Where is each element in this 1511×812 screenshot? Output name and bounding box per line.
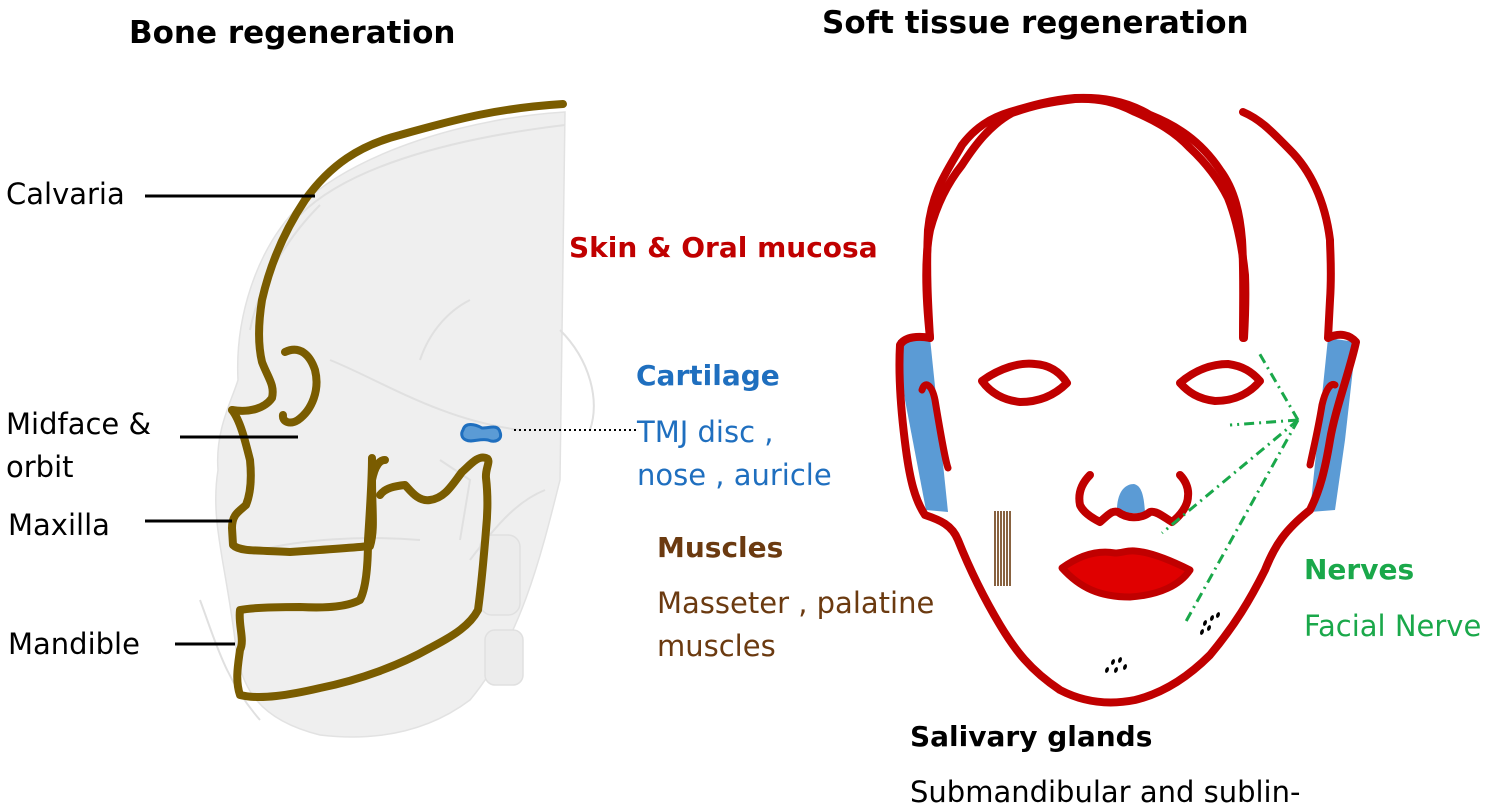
facial-nerve-lines	[1161, 350, 1300, 626]
left-eye	[978, 359, 1071, 406]
soft-tissue-regeneration-title: Soft tissue regeneration	[822, 5, 1249, 41]
maxilla-label: Maxilla	[8, 508, 110, 542]
muscles-detail-line1: Masseter , palatine	[657, 586, 935, 620]
mandible-outline	[233, 453, 493, 702]
left-ear-inner	[918, 381, 952, 472]
orbit-outline	[278, 345, 321, 427]
cartilage-detail-line1: TMJ disc ,	[637, 415, 774, 449]
salivary-glands-detail: Submandibular and sublin-	[910, 775, 1301, 809]
facial-nerve-label: Facial Nerve	[1304, 609, 1482, 643]
skin-oral-mucosa-label: Skin & Oral mucosa	[569, 231, 878, 264]
left-ear-cartilage	[898, 338, 948, 512]
cartilage-detail-line2: nose , auricle	[637, 458, 832, 492]
head-top-outline	[922, 94, 1250, 342]
nose-cartilage	[1117, 484, 1145, 514]
tmj-disc	[460, 423, 503, 443]
nerves-heading: Nerves	[1304, 553, 1415, 586]
ear-inner-curves	[918, 381, 1339, 472]
eyes	[978, 359, 1264, 406]
bone-regeneration-title: Bone regeneration	[129, 15, 456, 51]
muscles-detail-line2: muscles	[657, 629, 776, 663]
cartilage-heading: Cartilage	[636, 359, 780, 392]
salivary-gland-dots	[1105, 612, 1220, 673]
midface-label-line2: orbit	[6, 450, 74, 484]
mandible-label: Mandible	[8, 627, 140, 661]
bone-outlines	[228, 100, 567, 702]
right-ear-inner	[1306, 381, 1339, 469]
muscles-heading: Muscles	[657, 531, 784, 564]
calvaria-label: Calvaria	[6, 177, 125, 211]
masseter-muscle	[994, 511, 1011, 586]
calvaria-outline	[228, 100, 567, 415]
midface-label-line1: Midface &	[6, 407, 152, 441]
lips	[1058, 547, 1194, 601]
leader-lines	[145, 194, 315, 646]
salivary-glands-heading: Salivary glands	[910, 720, 1153, 753]
nose-outline	[1075, 471, 1193, 526]
right-eye	[1176, 360, 1264, 405]
